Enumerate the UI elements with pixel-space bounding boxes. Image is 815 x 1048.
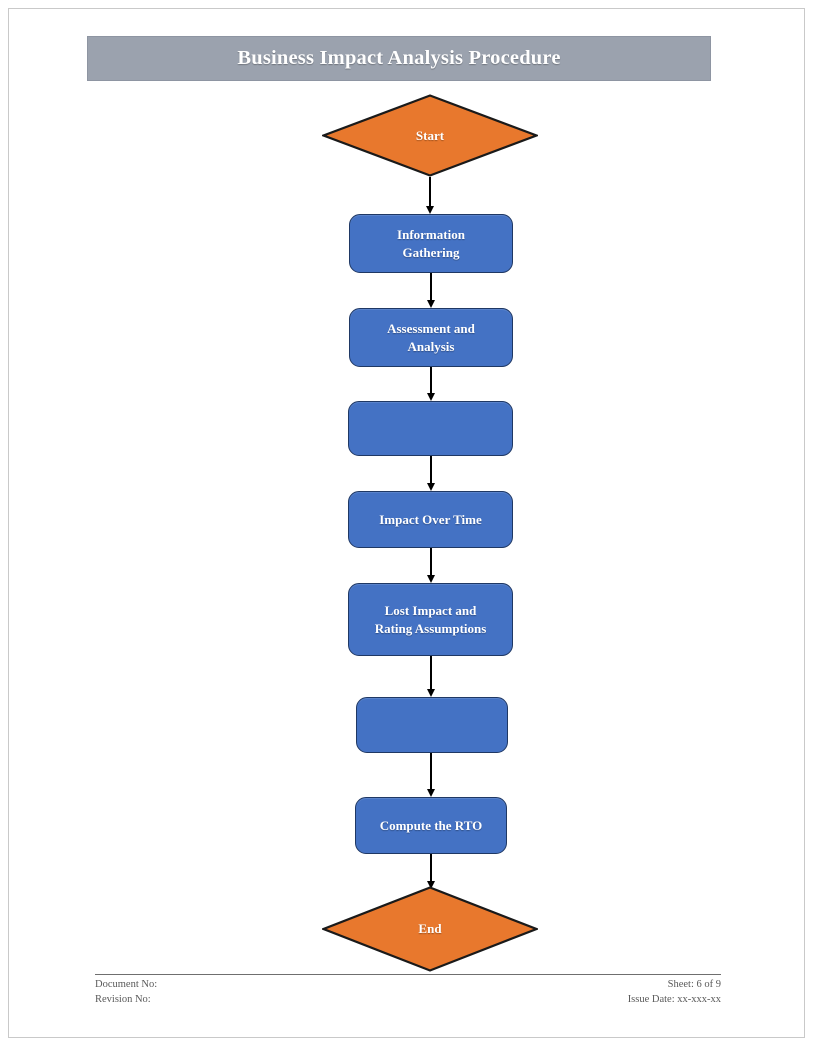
diamond-shape-icon bbox=[322, 94, 538, 177]
arrowhead-icon bbox=[426, 300, 435, 308]
connector-line bbox=[430, 548, 432, 576]
flow-node-assessment-analysis[interactable]: Assessment and Analysis bbox=[349, 308, 513, 367]
connector-line bbox=[429, 177, 431, 207]
footer-sheet-number: Sheet: 6 of 9 bbox=[667, 979, 721, 990]
flow-node-lost-impact-rating-assumptions-label: Lost Impact and Rating Assumptions bbox=[374, 603, 487, 636]
flow-node-redacted-1[interactable] bbox=[348, 401, 513, 456]
arrowhead-icon bbox=[425, 206, 434, 214]
flow-node-redacted-2[interactable] bbox=[356, 697, 508, 753]
connector-line bbox=[430, 273, 432, 301]
arrowhead-icon bbox=[426, 483, 435, 491]
connector-line bbox=[430, 854, 432, 882]
connector-lost-impact-to-redacted-2 bbox=[426, 656, 435, 697]
flow-node-lost-impact-rating-assumptions[interactable]: Lost Impact and Rating Assumptions bbox=[348, 583, 513, 656]
connector-redacted-2-to-compute-rto bbox=[426, 753, 435, 797]
arrowhead-icon bbox=[426, 789, 435, 797]
connector-assessment-to-redacted-1 bbox=[426, 367, 435, 401]
footer-left-column: Document No: Revision No: bbox=[95, 977, 157, 1007]
footer-issue-date: Issue Date: xx-xxx-xx bbox=[627, 994, 721, 1006]
flow-node-compute-rto-label: Compute the RTO bbox=[379, 817, 483, 833]
document-footer: Document No: Revision No: Sheet: 6 of 9 … bbox=[95, 977, 721, 1007]
flow-node-impact-over-time[interactable]: Impact Over Time bbox=[348, 491, 513, 548]
flow-node-start-label: Start bbox=[415, 127, 445, 143]
footer-right-column: Sheet: 6 of 9 Issue Date: xx-xxx-xx bbox=[628, 977, 721, 1007]
connector-information-to-assessment bbox=[426, 273, 435, 308]
connector-line bbox=[430, 656, 432, 690]
connector-start-to-information bbox=[425, 177, 434, 214]
connector-line bbox=[430, 456, 432, 484]
arrowhead-icon bbox=[426, 393, 435, 401]
flow-node-assessment-analysis-label: Assessment and Analysis bbox=[387, 321, 475, 354]
flow-node-end[interactable]: End bbox=[322, 886, 538, 972]
flow-node-information-gathering-label: Information Gathering bbox=[397, 227, 465, 260]
arrowhead-icon bbox=[426, 689, 435, 697]
connector-redacted-1-to-impact-over-time bbox=[426, 456, 435, 491]
footer-document-no: Document No: bbox=[95, 979, 158, 990]
footer-divider bbox=[95, 974, 721, 975]
footer-revision-no: Revision No: bbox=[95, 994, 151, 1006]
flow-node-end-label: End bbox=[418, 921, 442, 936]
connector-line bbox=[430, 367, 432, 394]
diamond-shape-icon bbox=[322, 886, 538, 972]
page-title: Business Impact Analysis Procedure bbox=[237, 47, 561, 69]
flow-node-impact-over-time-label: Impact Over Time bbox=[379, 511, 482, 527]
connector-line bbox=[430, 753, 432, 790]
flow-node-compute-rto[interactable]: Compute the RTO bbox=[355, 797, 507, 854]
document-title-bar: Business Impact Analysis Procedure bbox=[87, 36, 711, 81]
arrowhead-icon bbox=[426, 575, 435, 583]
connector-compute-rto-to-end bbox=[426, 854, 435, 889]
flow-node-start[interactable]: Start bbox=[322, 94, 538, 177]
arrowhead-icon bbox=[426, 881, 435, 889]
flow-node-information-gathering[interactable]: Information Gathering bbox=[349, 214, 513, 273]
connector-impact-over-time-to-lost-impact bbox=[426, 548, 435, 583]
